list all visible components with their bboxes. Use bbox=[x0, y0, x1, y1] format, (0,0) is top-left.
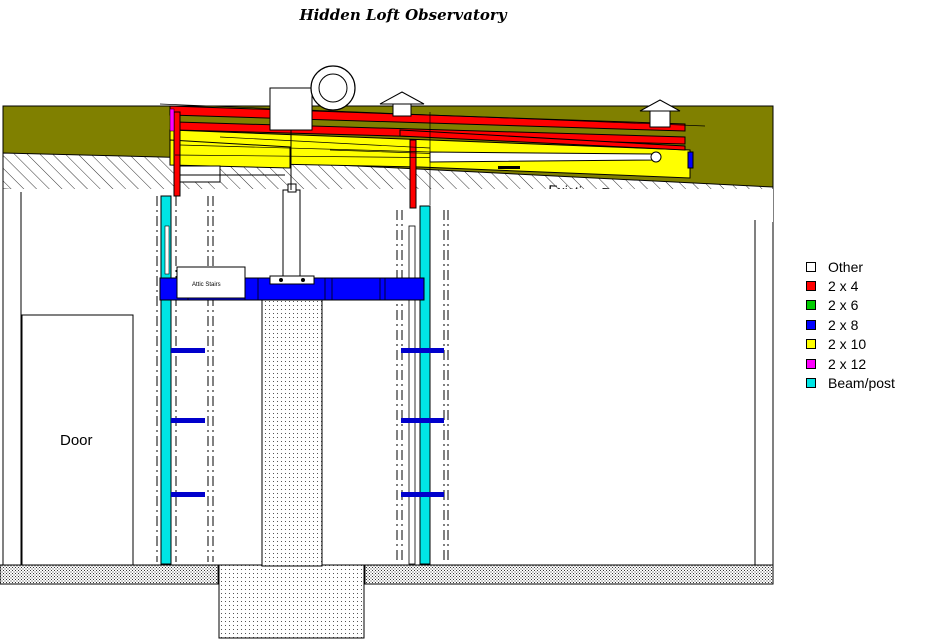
piece-2x12 bbox=[169, 108, 175, 132]
stud-2x4-left bbox=[173, 111, 181, 197]
rail-wheel bbox=[650, 151, 662, 163]
legend-swatch-2x8 bbox=[806, 319, 816, 330]
legend-swatch-2x6 bbox=[806, 300, 816, 311]
legend-label-2x8: 2 x 8 bbox=[828, 316, 859, 333]
legend-swatch-beam-post bbox=[806, 378, 816, 389]
diagram-title: Hidden Loft Observatory bbox=[298, 6, 507, 24]
door-label: Door bbox=[60, 432, 93, 449]
slide-rail bbox=[429, 151, 656, 163]
concrete-pier bbox=[261, 284, 323, 567]
floor-slab-left bbox=[0, 564, 219, 585]
floor-slab-right bbox=[364, 564, 774, 585]
legend-label-2x12: 2 x 12 bbox=[828, 355, 867, 372]
attic-stairs-label: Attic Stairs bbox=[192, 282, 221, 288]
right-dashed-studs bbox=[396, 210, 449, 562]
legend-label-2x6: 2 x 6 bbox=[828, 297, 859, 314]
legend-item-2x12: 2 x 12 bbox=[806, 354, 895, 373]
legend-swatch-other bbox=[806, 261, 816, 272]
legend-item-beam-post: Beam/post bbox=[806, 373, 895, 392]
legend-label-2x4: 2 x 4 bbox=[828, 278, 859, 295]
legend-label-2x10: 2 x 10 bbox=[828, 336, 867, 353]
left-hinge-box bbox=[179, 165, 221, 183]
legend-label-beam-post: Beam/post bbox=[828, 375, 895, 392]
legend: Other 2 x 4 2 x 6 2 x 8 2 x 10 2 x 12 Be… bbox=[806, 257, 895, 393]
legend-item-other: Other bbox=[806, 257, 895, 276]
legend-item-2x4: 2 x 4 bbox=[806, 276, 895, 295]
end-block-2x8 bbox=[687, 151, 694, 169]
rafter-2x4-mid2 bbox=[399, 129, 686, 151]
pier-footing bbox=[218, 564, 365, 639]
ladder-rungs bbox=[171, 348, 444, 497]
attic-stairs bbox=[176, 266, 246, 299]
legend-label-other: Other bbox=[828, 258, 864, 275]
post-left bbox=[160, 195, 172, 565]
legend-swatch-2x10 bbox=[806, 339, 816, 350]
roof-vent-left bbox=[379, 91, 425, 117]
mount-enclosure bbox=[269, 87, 313, 131]
legend-swatch-2x12 bbox=[806, 358, 816, 369]
legend-item-2x6: 2 x 6 bbox=[806, 296, 895, 315]
legend-swatch-2x4 bbox=[806, 281, 816, 292]
legend-item-2x10: 2 x 10 bbox=[806, 335, 895, 354]
pier-tube bbox=[282, 189, 301, 281]
legend-item-2x8: 2 x 8 bbox=[806, 315, 895, 334]
post-right bbox=[419, 205, 431, 565]
stud-2x4-right bbox=[409, 139, 417, 209]
pier-base-plate bbox=[269, 275, 315, 285]
left-dashed-studs bbox=[156, 196, 214, 562]
roof-vent-right bbox=[639, 99, 681, 128]
